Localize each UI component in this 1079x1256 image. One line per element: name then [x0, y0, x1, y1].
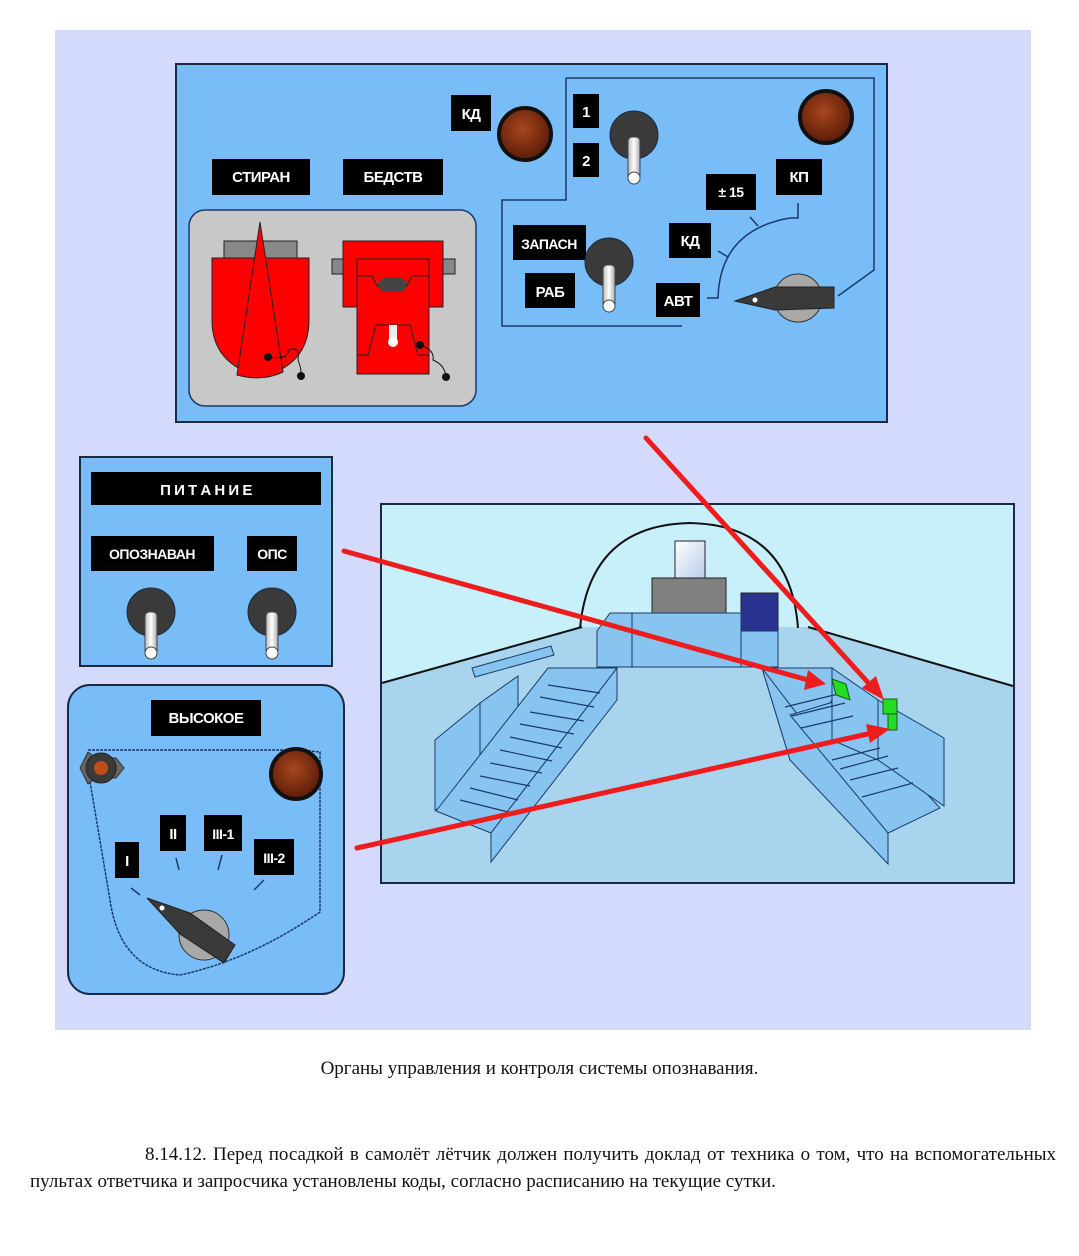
code-mode-panel: ВЫСОКОЕ I II III-1 III-2 [67, 684, 345, 995]
mode-lamp-indicator [269, 747, 323, 801]
channel-toggle-switch[interactable] [609, 110, 659, 185]
kd-lamp-indicator [497, 106, 553, 162]
kp-lamp-indicator [798, 89, 854, 145]
right-side-console [761, 667, 945, 866]
svg-text:± 15: ± 15 [718, 184, 744, 200]
mode-rotary-selector[interactable] [146, 897, 236, 964]
avt-label: АВТ [656, 283, 700, 317]
identification-system-figure: КД СТИРАН БЕДСТВ [55, 30, 1031, 1030]
mode-dial-scale [707, 203, 799, 299]
pointer-arrows [341, 435, 890, 851]
bedstv-label: БЕДСТВ [343, 159, 443, 195]
figure-caption: Органы управления и контроля системы опо… [320, 1058, 759, 1079]
cockpit-view [380, 503, 1015, 884]
interrogator-green-indicator [887, 713, 898, 731]
svg-text:I: I [125, 853, 129, 870]
ops-green-indicator [831, 678, 851, 701]
svg-text:2: 2 [582, 153, 590, 170]
left-side-console [434, 666, 619, 864]
svg-text:АВТ: АВТ [664, 293, 693, 310]
mode-position-II: II [160, 815, 186, 851]
mode-rotary-knob[interactable] [733, 273, 835, 323]
svg-text:III-2: III-2 [263, 850, 285, 866]
ops-label: ОПС [247, 536, 297, 571]
ops-power-toggle[interactable] [247, 587, 297, 660]
opoznavan-power-toggle[interactable] [126, 587, 176, 660]
display-unit [740, 592, 779, 632]
svg-text:1: 1 [582, 104, 590, 121]
zapasn-rab-toggle-switch[interactable] [584, 237, 634, 313]
kd-dial-label: КД [669, 223, 711, 258]
mode-position-III-1: III-1 [204, 815, 242, 851]
svg-text:II: II [169, 826, 177, 843]
opoznavan-label: ОПОЗНАВАН [91, 536, 214, 571]
svg-text:БЕДСТВ: БЕДСТВ [364, 169, 424, 186]
body-paragraph: 8.14.12. Перед посадкой в самолёт лётчик… [30, 1144, 1056, 1192]
stiran-guarded-switch[interactable] [211, 221, 310, 380]
gunsight-glass [674, 540, 706, 580]
svg-text:КП: КП [790, 169, 809, 186]
responder-green-indicator [882, 698, 898, 715]
pos-2-label: 2 [573, 143, 599, 177]
svg-text:III-1: III-1 [212, 826, 234, 842]
bedstv-guarded-switch[interactable] [331, 240, 456, 381]
adjust-nut-indicator [79, 751, 125, 785]
arrow-top-panel [643, 435, 884, 700]
power-panel: П И Т А Н И Е ОПОЗНАВАН ОПС [79, 456, 333, 667]
zapasn-label: ЗАПАСН [513, 225, 586, 260]
pos-1-label: 1 [573, 94, 599, 128]
svg-text:КД: КД [462, 106, 482, 123]
arrow-power-panel [341, 548, 826, 690]
power-title-label: П И Т А Н И Е [91, 472, 321, 505]
rab-label: РАБ [525, 273, 575, 308]
svg-text:ЗАПАСН: ЗАПАСН [521, 236, 577, 252]
svg-text:СТИРАН: СТИРАН [232, 169, 290, 186]
mode-position-I: I [115, 842, 139, 878]
kp-label: КП [776, 159, 822, 195]
svg-text:ОПОЗНАВАН: ОПОЗНАВАН [109, 546, 195, 562]
top-control-panel: КД СТИРАН БЕДСТВ [175, 63, 888, 423]
instrument-block [651, 577, 727, 614]
svg-text:РАБ: РАБ [536, 284, 566, 301]
arrow-mode-panel [354, 724, 890, 851]
vysokoe-label: ВЫСОКОЕ [151, 700, 261, 736]
svg-text:ВЫСОКОЕ: ВЫСОКОЕ [169, 710, 244, 727]
svg-text:ОПС: ОПС [257, 546, 287, 562]
kd-label-top: КД [451, 95, 491, 131]
mode-position-III-2: III-2 [254, 839, 294, 875]
svg-text:КД: КД [681, 233, 701, 250]
canopy-arc [579, 521, 799, 629]
svg-text:П И Т А Н И Е: П И Т А Н И Е [160, 482, 252, 499]
pm15-label: ± 15 [706, 174, 756, 210]
stiran-label: СТИРАН [212, 159, 310, 195]
